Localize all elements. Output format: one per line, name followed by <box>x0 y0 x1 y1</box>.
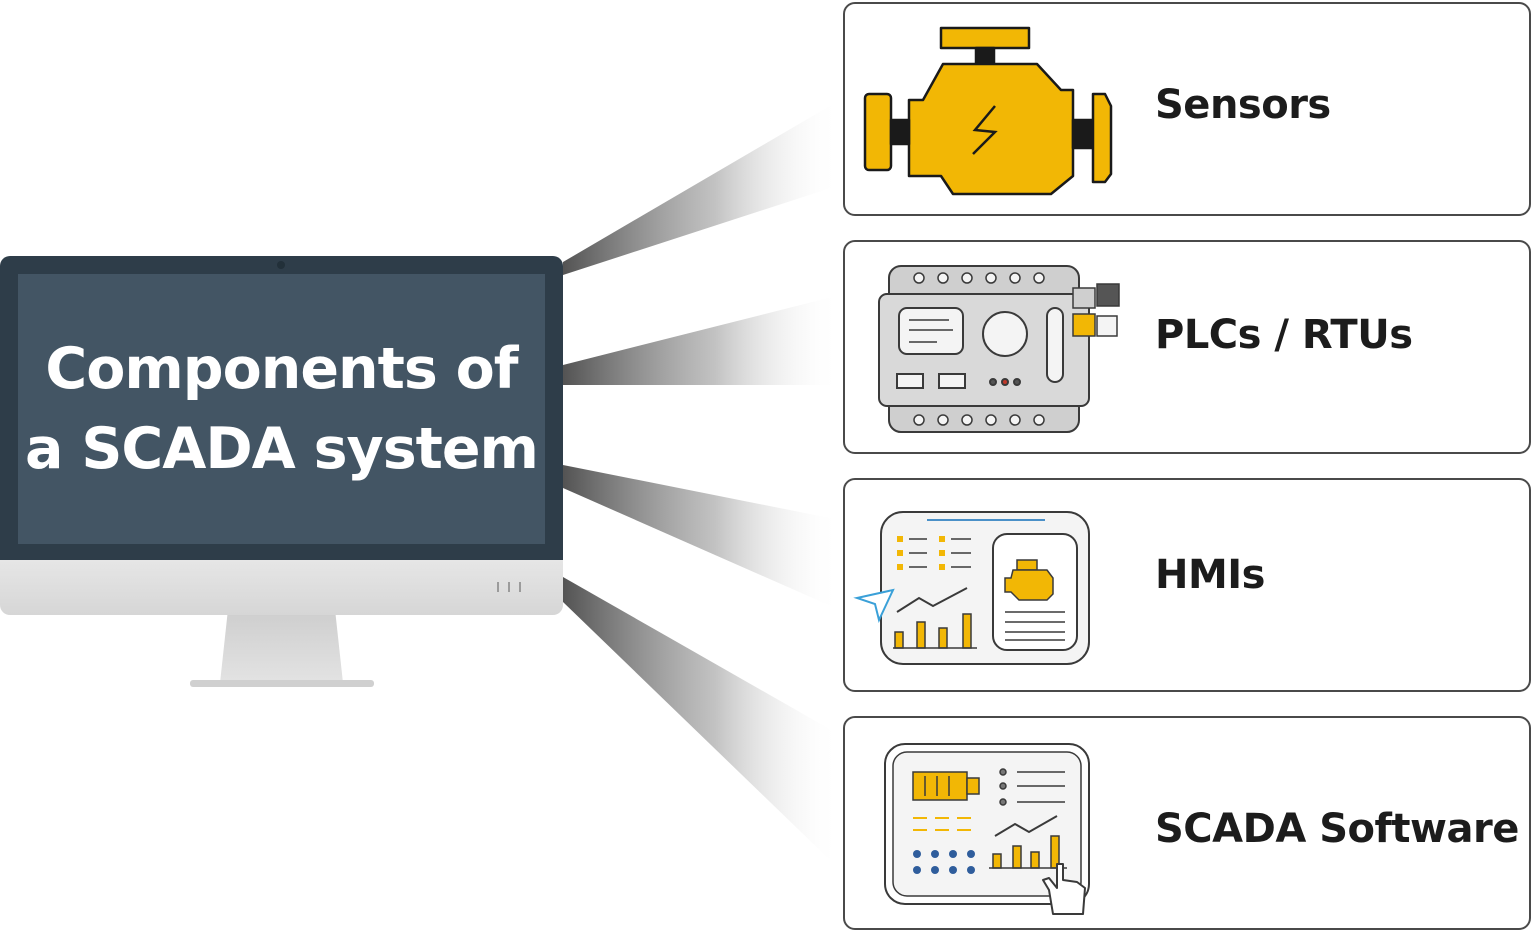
component-card-sensors: Sensors <box>843 2 1531 216</box>
monitor-chin <box>0 560 563 615</box>
connector-ray-plcs <box>563 295 840 385</box>
camera-icon <box>277 261 285 269</box>
diagram-title: Components of a SCADA system <box>18 329 545 489</box>
scada-software-icon <box>884 743 1090 915</box>
monitor: Components of a SCADA system <box>0 256 563 688</box>
component-card-software: SCADA Software <box>843 716 1531 930</box>
vent-icon <box>497 582 521 592</box>
component-label-sensors: Sensors <box>1155 82 1331 128</box>
component-label-software: SCADA Software <box>1155 806 1519 852</box>
monitor-screen: Components of a SCADA system <box>18 274 545 544</box>
monitor-base <box>190 680 374 687</box>
connector-ray-software <box>563 577 840 860</box>
monitor-stand <box>220 615 343 683</box>
connector-ray-hmis <box>563 465 840 610</box>
title-line-1: Components of <box>45 336 518 402</box>
hmi-dashboard-icon <box>853 511 1090 665</box>
component-card-hmis: HMIs <box>843 478 1531 692</box>
component-label-hmis: HMIs <box>1155 552 1265 598</box>
component-card-plcs: PLCs / RTUs <box>843 240 1531 454</box>
monitor-bezel: Components of a SCADA system <box>0 256 563 560</box>
title-line-2: a SCADA system <box>25 416 539 482</box>
connector-ray-sensors <box>563 100 840 275</box>
component-label-plcs: PLCs / RTUs <box>1155 312 1413 358</box>
engine-sensor-icon <box>863 26 1113 196</box>
plc-controller-icon <box>878 265 1120 433</box>
